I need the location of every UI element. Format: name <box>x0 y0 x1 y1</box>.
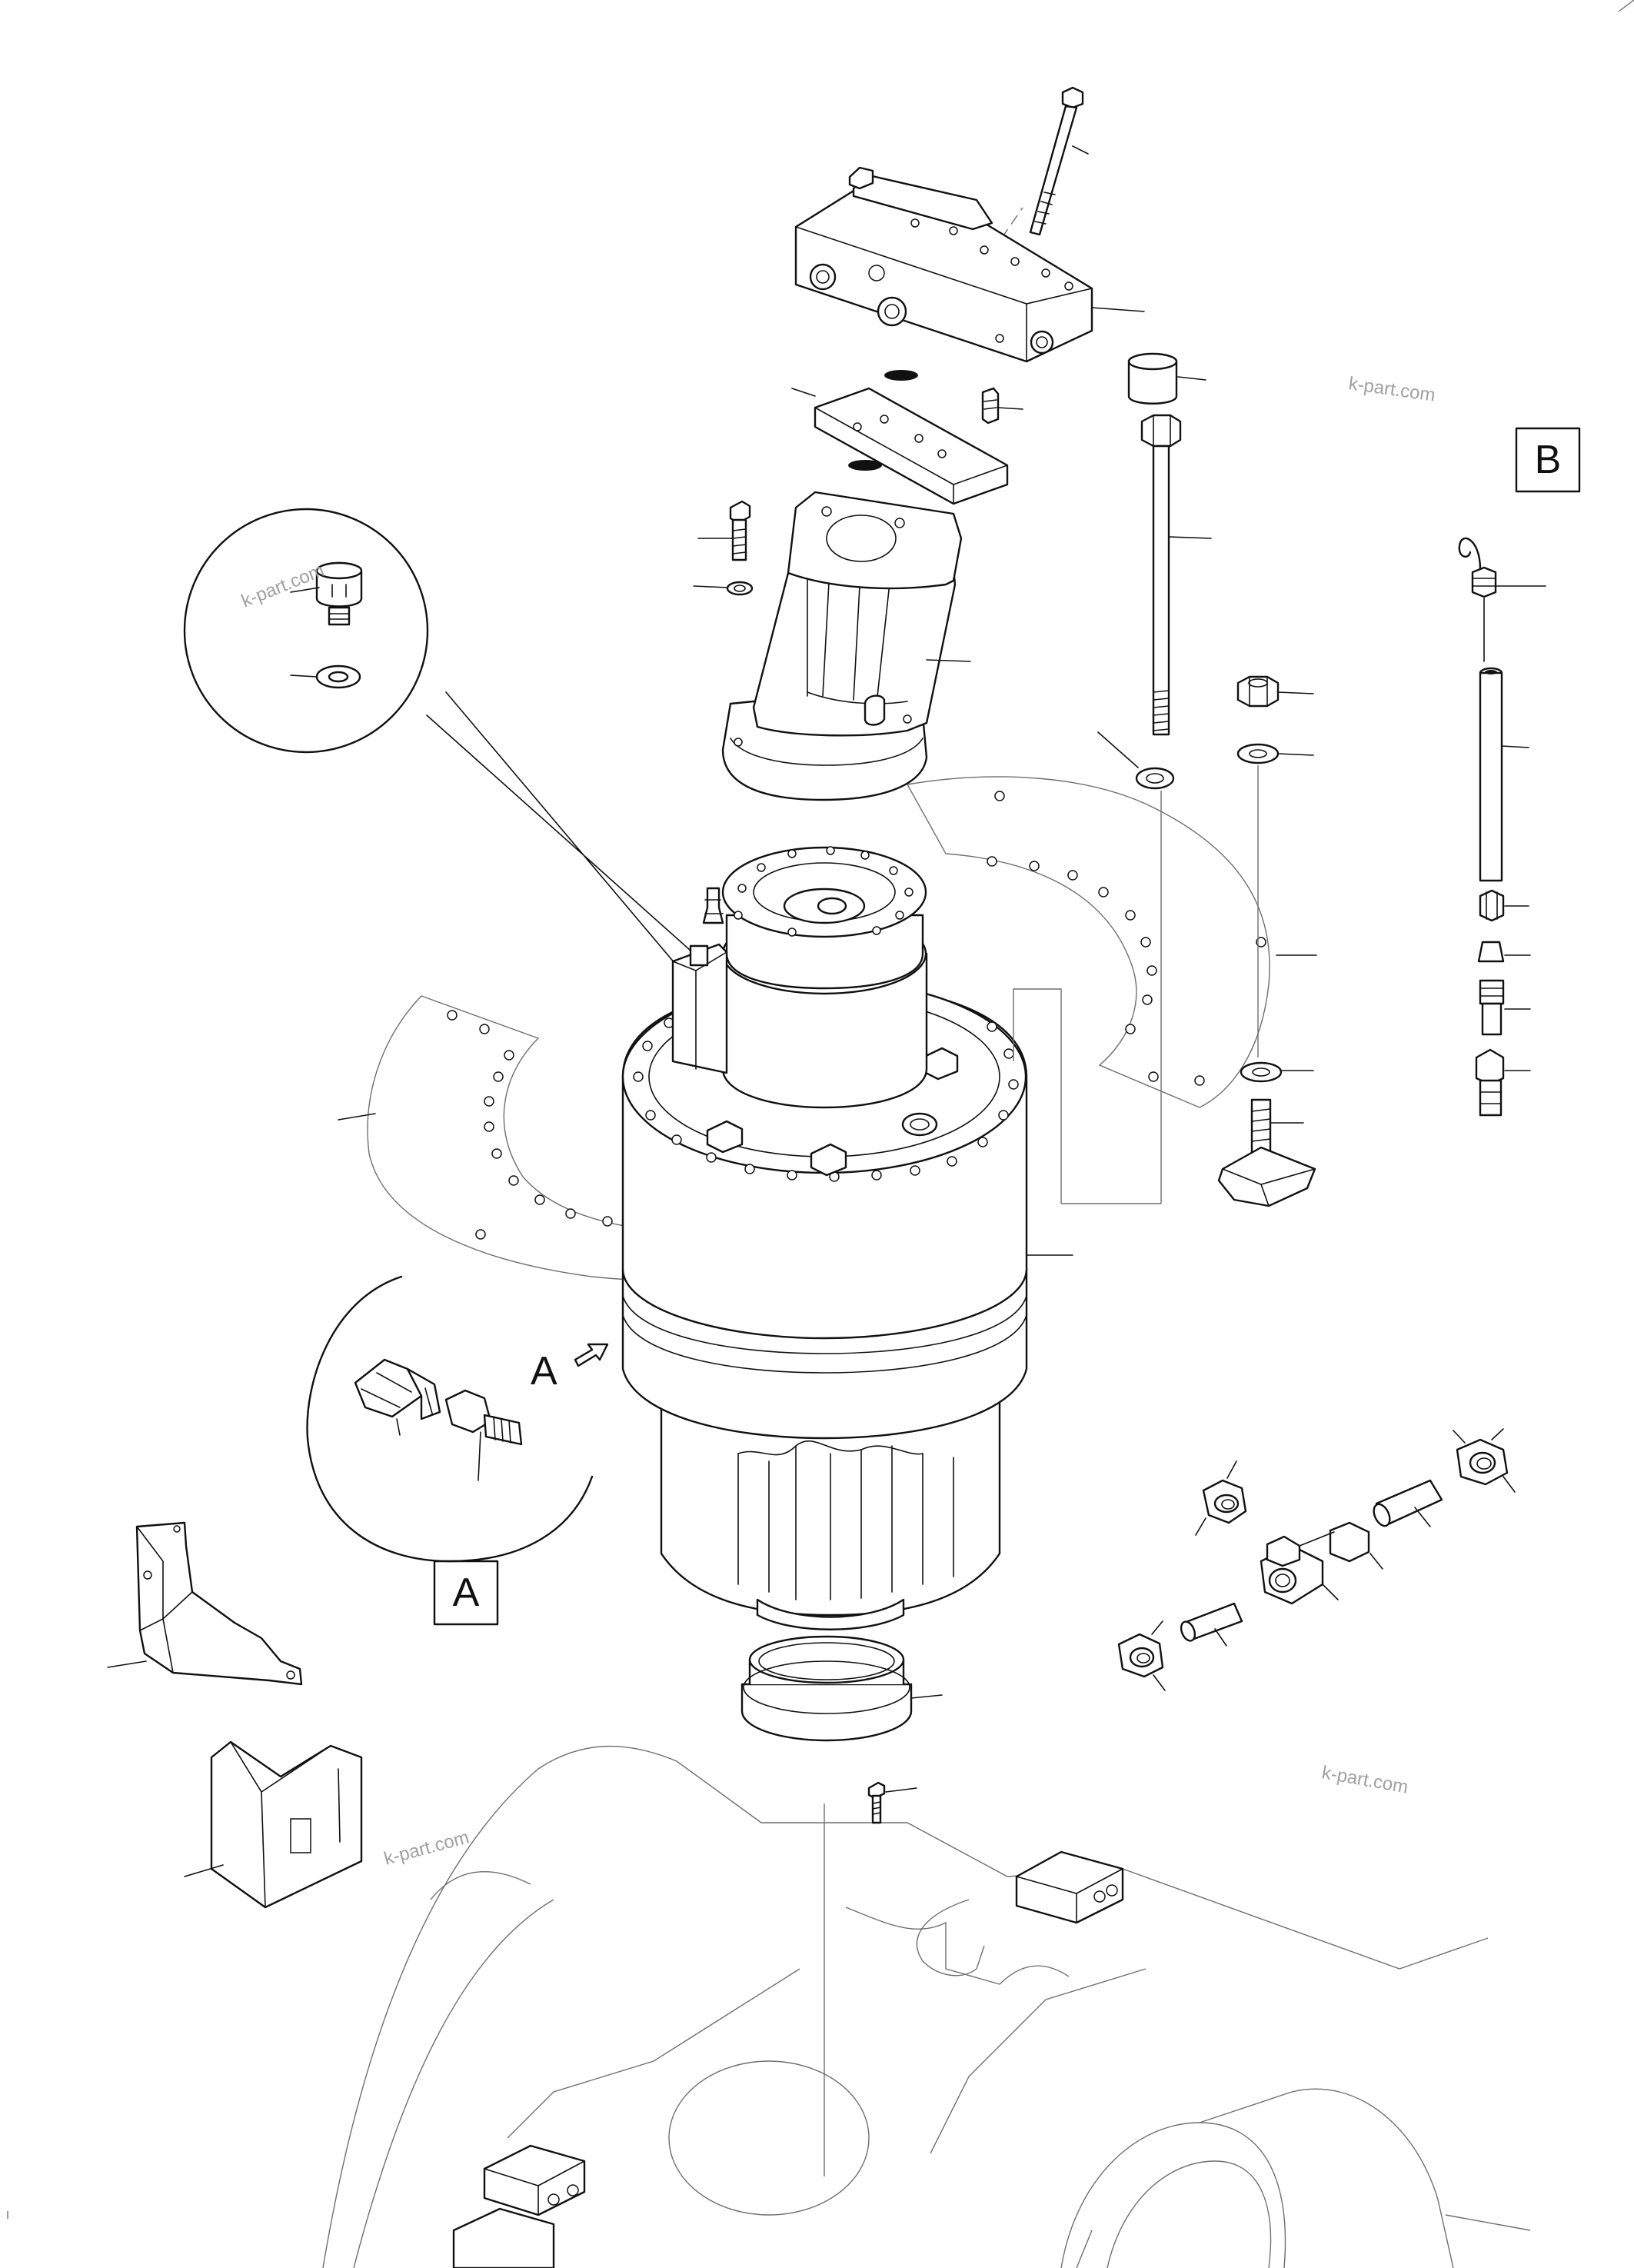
union-nut <box>1453 1428 1516 1493</box>
detail-a-label: A <box>453 1570 480 1615</box>
detail-a-callout: A <box>433 1560 499 1626</box>
dipstick-assembly <box>1458 537 1546 1117</box>
union-nut <box>1117 1620 1166 1691</box>
mount-block <box>452 2144 586 2268</box>
union-nut <box>1195 1460 1247 1536</box>
tie-rod <box>1013 414 1212 1204</box>
mount-block <box>1015 1850 1124 1924</box>
tube-piece <box>1180 1602 1243 1647</box>
motor-bolt <box>693 500 754 596</box>
swing-gearbox <box>621 846 1073 1630</box>
view-a-label: A <box>531 1349 557 1394</box>
motor-plate <box>791 207 1023 505</box>
cover-bracket-upper <box>107 1521 303 1686</box>
watermark: k-part.com <box>1320 1762 1409 1797</box>
small-bolt <box>867 1781 917 1824</box>
top-ring-bolt-holes <box>734 846 914 937</box>
detail-plug-circle <box>183 508 712 989</box>
tee-fitting <box>1260 1521 1383 1605</box>
watermark: k-part.com <box>1347 373 1436 406</box>
seal-ring <box>740 1635 943 2176</box>
view-a-arrow: A <box>531 1343 609 1394</box>
elbow-fitting <box>354 1358 441 1436</box>
watermark: k-part.com <box>238 560 327 611</box>
protective-cap <box>1127 352 1206 405</box>
tube-piece <box>1373 1479 1443 1527</box>
support-pad <box>1217 1061 1316 1207</box>
valve-long-bolt <box>1029 86 1089 236</box>
detail-b-callout: B <box>1515 427 1581 493</box>
hex-nut-and-washer <box>1236 675 1314 1057</box>
detail-b-label: B <box>1535 438 1562 482</box>
detail-fitting-circle <box>306 1275 594 1563</box>
cover-bracket-lower <box>184 1740 363 1909</box>
valve-block <box>794 166 1145 363</box>
straight-fitting <box>444 1389 523 1481</box>
upper-frame <box>322 1745 1531 2268</box>
hydraulic-motor <box>721 491 971 801</box>
tube-fittings <box>1117 1428 1516 1691</box>
